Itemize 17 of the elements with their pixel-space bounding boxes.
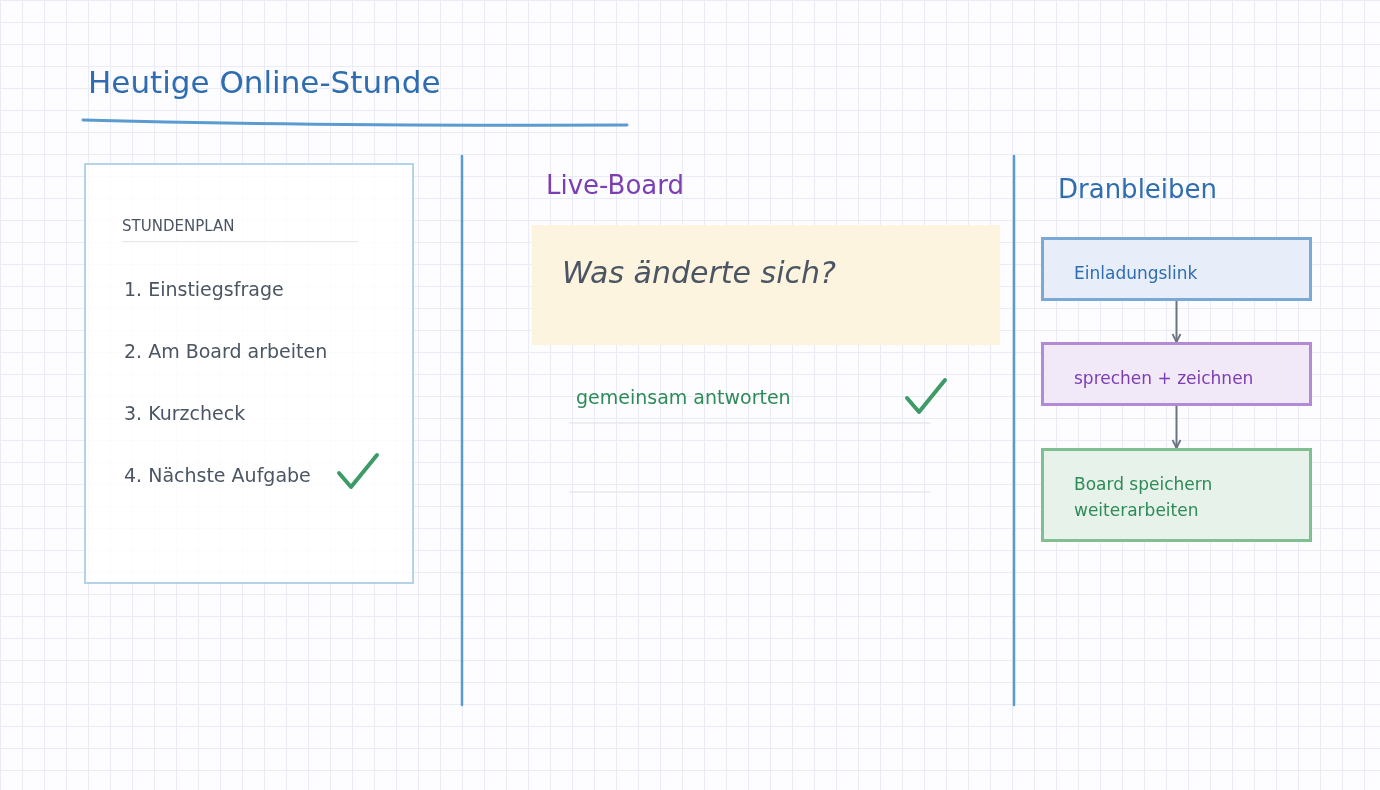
answer-text: gemeinsam antworten (576, 386, 791, 408)
arrow (1171, 300, 1182, 343)
sticky-note-text: Was änderte sich? (562, 255, 836, 290)
lesson-plan-card (84, 163, 414, 584)
title: Heutige Online-Stunde (88, 64, 441, 100)
process-box: Board speichern weiterarbeiten (1041, 448, 1312, 542)
process-box: sprechen + zeichnen (1041, 342, 1312, 406)
list-item: 1. Einstiegsfrage (124, 278, 284, 300)
card-heading: STUNDENPLAN (122, 217, 358, 242)
sticky-note (532, 225, 1000, 345)
column-heading: Live-Board (546, 170, 684, 200)
list-item: 3. Kurzcheck (124, 402, 246, 424)
process-box: Einladungslink (1041, 237, 1312, 301)
list-item: 4. Nächste Aufgabe (124, 464, 311, 486)
column-heading: Dranbleiben (1058, 174, 1218, 204)
list-item: 2. Am Board arbeiten (124, 340, 328, 362)
arrow (1171, 405, 1182, 449)
